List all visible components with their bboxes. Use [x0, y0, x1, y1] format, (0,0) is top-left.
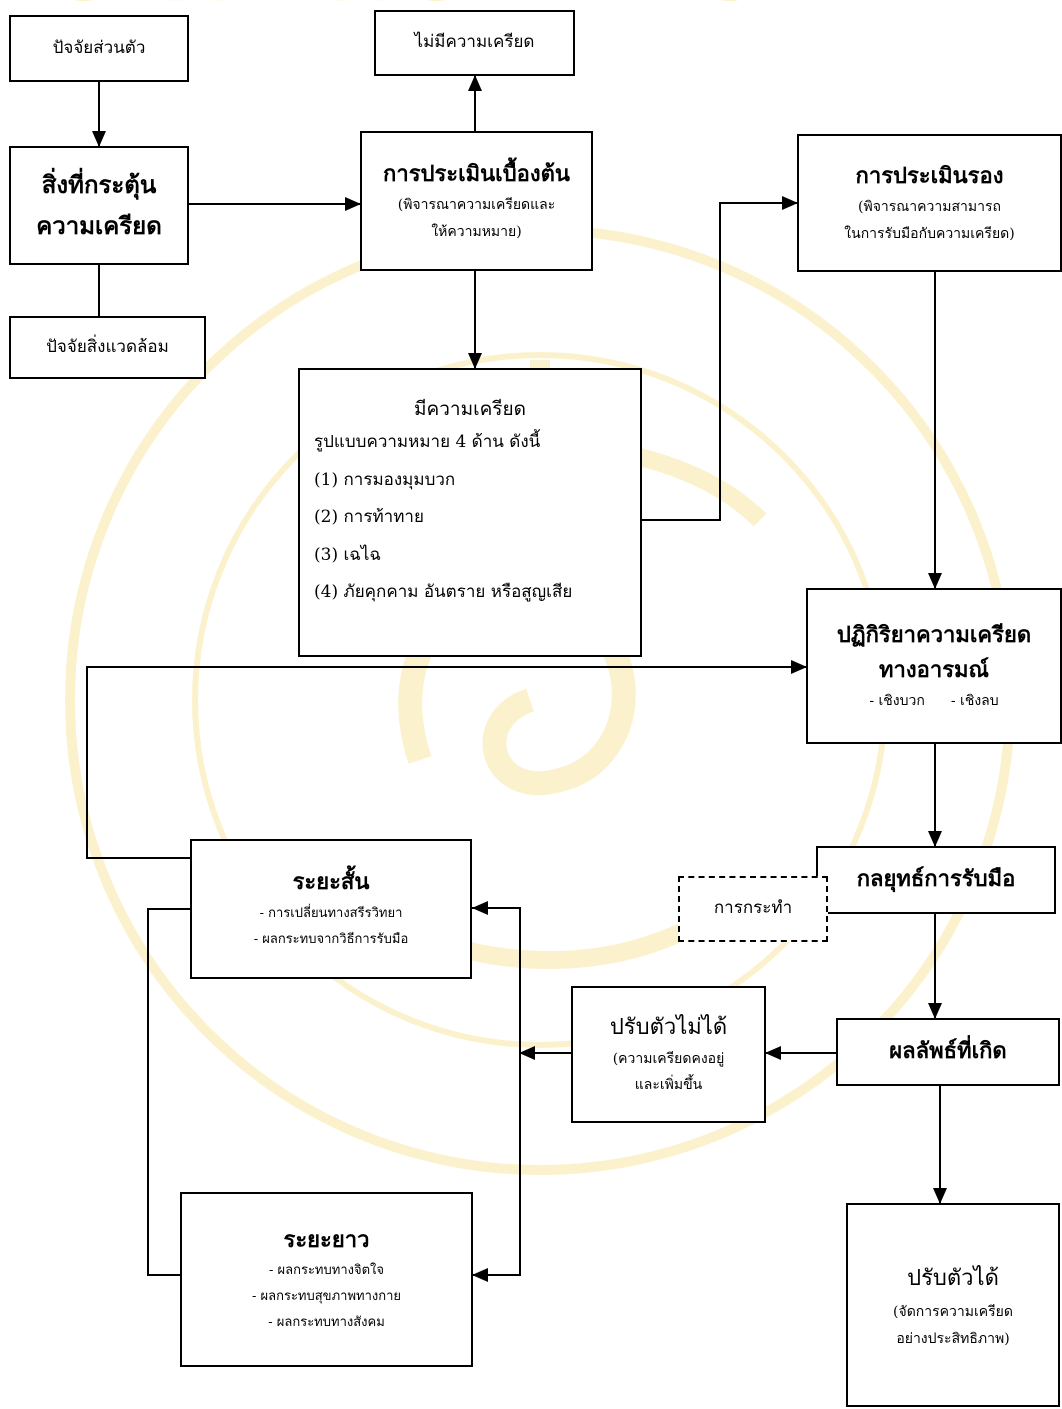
primary-appraisal-box: การประเมินเบื้องต้น (พิจารณาความเครียดแล…: [360, 131, 593, 271]
action-box: การกระทำ: [678, 876, 828, 942]
arrow-has-stress-to-secondary: [642, 196, 798, 521]
long-term-item-3: - ผลกระทบทางสังคม: [268, 1315, 385, 1331]
watermark-text: BURAPHA UNIVERSITY: [0, 0, 877, 17]
effects-bracket-right: [472, 907, 521, 1282]
coping-strategy-box: กลยุทธ์การรับมือ: [816, 846, 1056, 914]
has-stress-item-3: (3) เฉไฉ: [314, 544, 382, 565]
long-term-box: ระยะยาว - ผลกระทบทางจิตใจ - ผลกระทบสุขภา…: [180, 1192, 473, 1367]
adaptive-line-2: อย่างประสิทธิภาพ): [896, 1330, 1010, 1347]
outcome-box: ผลลัพธ์ที่เกิด: [836, 1018, 1060, 1086]
short-term-title: ระยะสั้น: [292, 869, 370, 896]
has-stress-item-4: (4) ภัยคุกคาม อันตราย หรือสูญเสีย: [314, 581, 573, 602]
maladaptive-line-1: (ความเครียดคงอยู่: [612, 1050, 725, 1067]
maladaptive-box: ปรับตัวไม่ได้ (ความเครียดคงอยู่ และเพิ่ม…: [571, 986, 766, 1123]
environment-factors-box: ปัจจัยสิ่งแวดล้อม: [9, 316, 206, 379]
secondary-appraisal-line-2: ในการรับมือกับความเครียด): [844, 225, 1015, 242]
stressor-label-1: สิ่งที่กระตุ้น: [41, 169, 157, 199]
long-term-title: ระยะยาว: [283, 1226, 370, 1253]
stressor-label-2: ความเครียด: [36, 210, 162, 240]
adaptive-line-1: (จัดการความเครียด: [893, 1304, 1013, 1321]
secondary-appraisal-title: การประเมินรอง: [855, 162, 1004, 189]
effects-bracket-left: [147, 908, 190, 1276]
short-term-box: ระยะสั้น - การเปลี่ยนทางสรีรวิทยา - ผลกร…: [190, 839, 472, 979]
has-stress-item-2: (2) การท้าทาย: [314, 507, 424, 528]
environment-factors-label: ปัจจัยสิ่งแวดล้อม: [46, 336, 169, 357]
outcome-label: ผลลัพธ์ที่เกิด: [889, 1038, 1007, 1065]
secondary-appraisal-line-1: (พิจารณาความสามารถ: [858, 199, 1001, 215]
secondary-appraisal-box: การประเมินรอง (พิจารณาความสามารถ ในการรั…: [797, 134, 1062, 272]
maladaptive-line-2: และเพิ่มขึ้น: [634, 1077, 703, 1094]
no-stress-box: ไม่มีความเครียด: [374, 10, 575, 76]
primary-appraisal-line-1: (พิจารณาความเครียดและ: [397, 197, 556, 213]
emotional-reaction-title-2: ทางอารมณ์: [879, 656, 989, 683]
long-term-item-2: - ผลกระทบสุขภาพทางกาย: [251, 1289, 402, 1305]
primary-appraisal-title: การประเมินเบื้องต้น: [383, 160, 570, 187]
stressor-box: สิ่งที่กระตุ้น ความเครียด: [9, 146, 189, 265]
maladaptive-title: ปรับตัวไม่ได้: [609, 1015, 728, 1041]
emotional-option-positive: - เชิงบวก: [869, 692, 925, 709]
emotional-reaction-title-1: ปฏิกิริยาความเครียด: [836, 621, 1032, 648]
emotional-option-negative: - เชิงลบ: [950, 692, 999, 709]
short-term-item-2: - ผลกระทบจากวิธีการรับมือ: [253, 931, 409, 947]
emotional-reaction-box: ปฏิกิริยาความเครียด ทางอารมณ์ - เชิงบวก …: [806, 588, 1062, 744]
has-stress-box: มีความเครียด รูปแบบความหมาย 4 ด้าน ดังนี…: [298, 368, 642, 657]
personal-factors-box: ปัจจัยส่วนตัว: [9, 15, 189, 82]
short-term-item-1: - การเปลี่ยนทางสรีรวิทยา: [259, 905, 403, 921]
feedback-loop-to-emotion: [86, 660, 807, 859]
coping-strategy-label: กลยุทธ์การรับมือ: [856, 866, 1016, 893]
personal-factors-label: ปัจจัยส่วนตัว: [52, 37, 146, 58]
no-stress-label: ไม่มีความเครียด: [414, 32, 535, 53]
has-stress-title: มีความเครียด: [414, 398, 526, 420]
has-stress-intro: รูปแบบความหมาย 4 ด้าน ดังนี้: [314, 432, 541, 453]
has-stress-item-1: (1) การมองมุมบวก: [314, 469, 456, 490]
primary-appraisal-line-2: ให้ความหมาย): [431, 223, 522, 240]
long-term-item-1: - ผลกระทบทางจิตใจ: [268, 1263, 384, 1279]
emotional-reaction-options: - เชิงบวก - เชิงลบ: [869, 688, 998, 715]
adaptive-box: ปรับตัวได้ (จัดการความเครียด อย่างประสิท…: [846, 1203, 1060, 1407]
has-stress-body: รูปแบบความหมาย 4 ด้าน ดังนี้ (1) การมองม…: [300, 424, 572, 611]
action-label: การกระทำ: [713, 898, 793, 919]
adaptive-title: ปรับตัวได้: [907, 1265, 999, 1291]
